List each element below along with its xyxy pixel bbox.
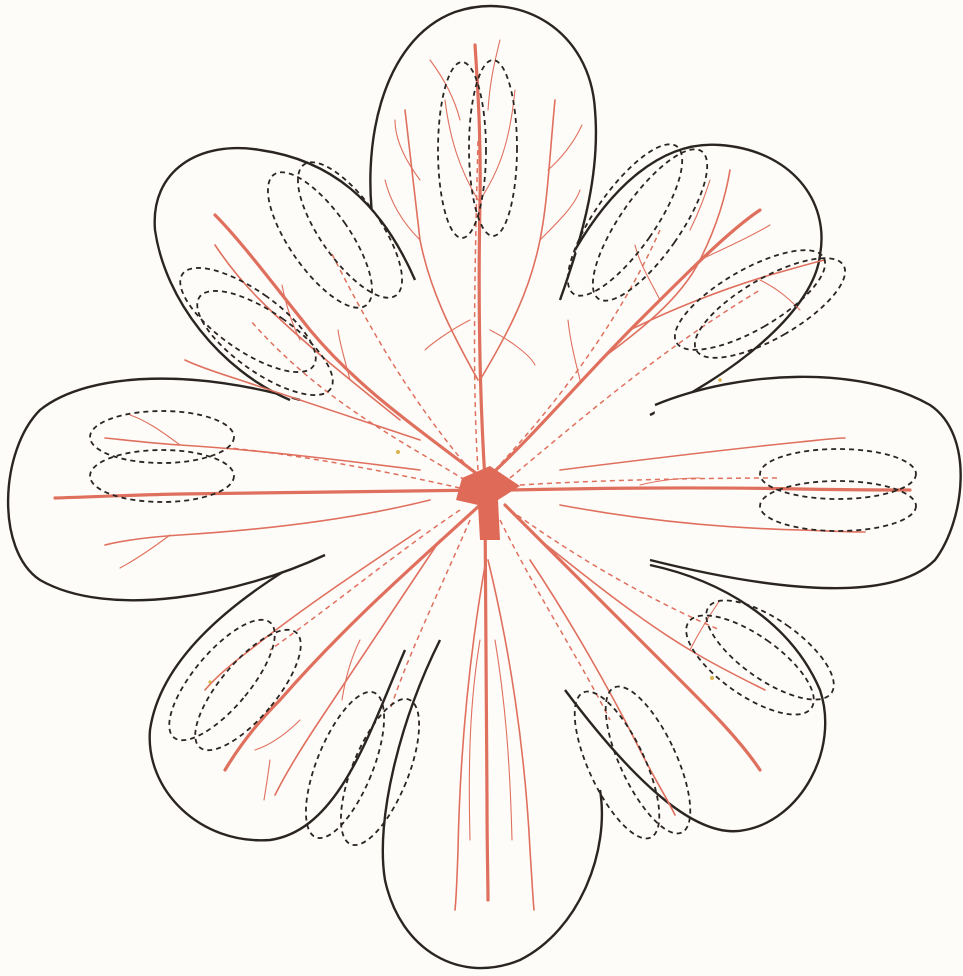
petal-left xyxy=(8,379,325,601)
